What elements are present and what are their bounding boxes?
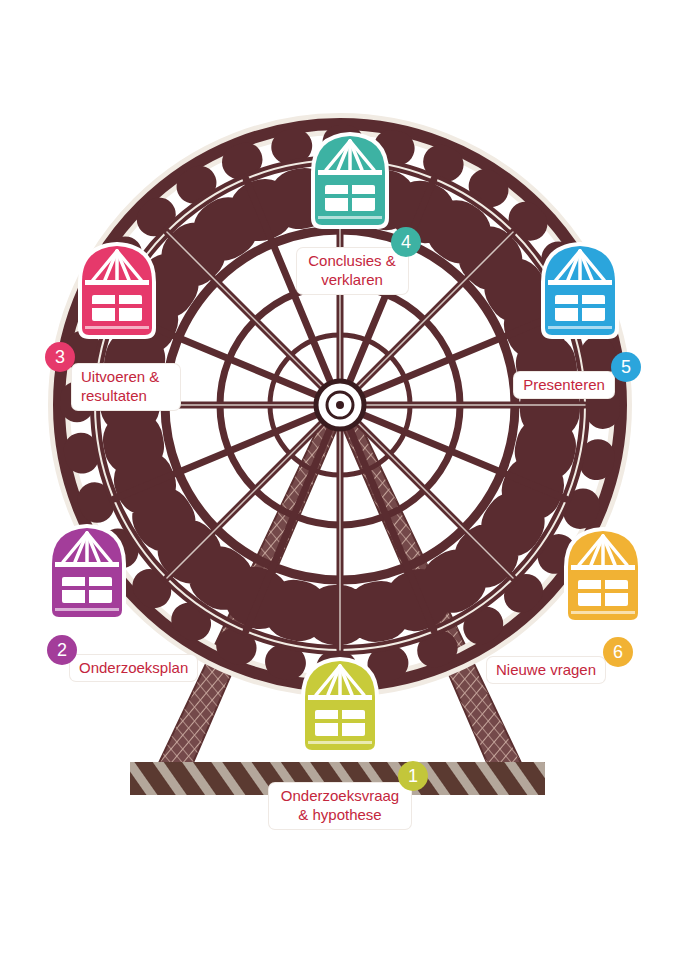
gondola [545, 246, 615, 335]
callout-number: 2 [47, 635, 77, 665]
callout-number: 5 [611, 352, 641, 382]
gondola [52, 528, 122, 617]
label-text: Onderzoeksplan [79, 659, 188, 678]
label-text: Nieuwe vragen [496, 661, 596, 680]
label-text: Conclusies & verklaren [306, 252, 399, 290]
number-text: 5 [611, 352, 641, 382]
step-label: Onderzoeksplan [70, 655, 197, 682]
number-text: 1 [398, 761, 428, 791]
callout-number: 6 [603, 637, 633, 667]
step-label: Nieuwe vragen [487, 657, 605, 684]
step-label: Onderzoeksvraag & hypothese [269, 783, 411, 829]
gondola [568, 531, 638, 620]
number-text: 3 [45, 342, 75, 372]
number-text: 2 [47, 635, 77, 665]
label-text: Onderzoeksvraag & hypothese [278, 787, 402, 825]
step-label: Conclusies & verklaren [297, 248, 408, 294]
gondola [315, 136, 385, 225]
callout-number: 4 [391, 227, 421, 257]
step-label: Uitvoeren & resultaten [72, 364, 180, 410]
wheel [59, 124, 621, 686]
number-text: 4 [391, 227, 421, 257]
gondola [305, 661, 375, 750]
callout-number: 3 [45, 342, 75, 372]
label-text: Presenteren [523, 376, 605, 395]
callout-number: 1 [398, 761, 428, 791]
label-text: Uitvoeren & resultaten [81, 368, 171, 406]
gondola [82, 246, 152, 335]
step-label: Presenteren [514, 372, 614, 399]
number-text: 6 [603, 637, 633, 667]
